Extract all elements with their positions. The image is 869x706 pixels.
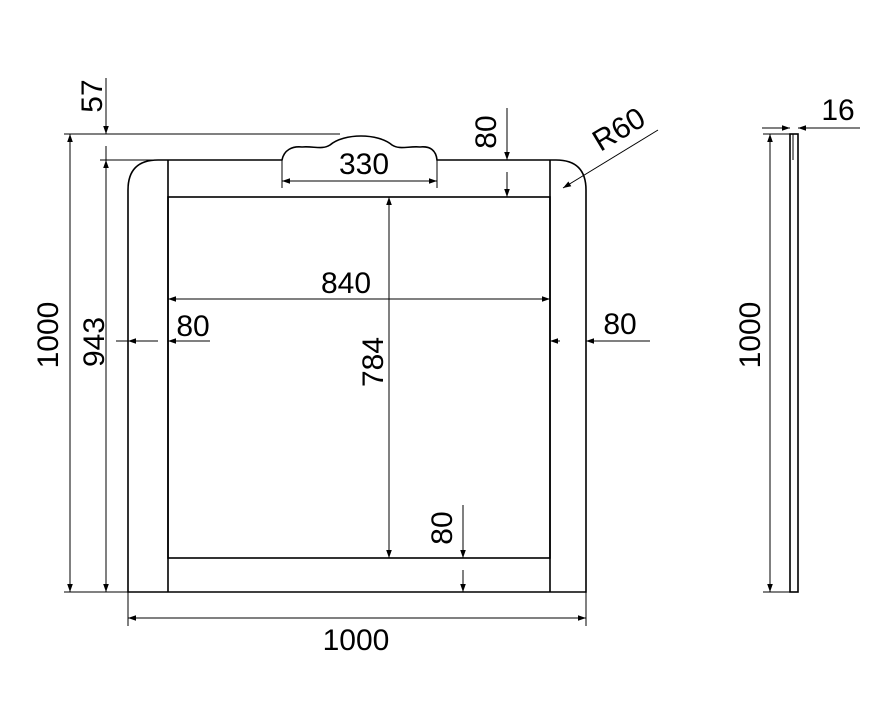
dim-crest-width: 330 xyxy=(281,148,438,188)
dim-crest-height: 57 xyxy=(76,78,109,160)
dim-inner-height: 784 xyxy=(357,197,392,558)
dim-top-rail: 80 xyxy=(470,108,510,197)
right-stile-label: 80 xyxy=(603,308,636,341)
dim-bottom-rail: 80 xyxy=(426,505,466,592)
side-profile xyxy=(789,133,799,593)
dim-side-height: 943 xyxy=(78,159,158,592)
bottom-rail-label: 80 xyxy=(426,511,459,544)
dim-left-stile: 80 xyxy=(116,310,210,344)
inner-height-label: 784 xyxy=(357,337,390,387)
dim-right-stile: 80 xyxy=(550,308,650,344)
overall-width-label: 1000 xyxy=(323,624,390,657)
side-height-label: 943 xyxy=(78,317,111,367)
dim-overall-height: 1000 xyxy=(32,133,340,593)
dim-overall-width: 1000 xyxy=(127,592,587,657)
crest-height-label: 57 xyxy=(76,79,109,112)
dim-corner-radius: R60 xyxy=(562,102,659,189)
inner-width-label: 840 xyxy=(321,267,371,300)
corner-radius-label: R60 xyxy=(587,102,651,159)
overall-height-label: 1000 xyxy=(32,302,65,369)
dim-side-height-right: 1000 xyxy=(734,134,773,592)
dim-side-thickness: 16 xyxy=(762,94,860,131)
side-view xyxy=(763,133,799,593)
front-view xyxy=(127,135,587,593)
crest-width-label: 330 xyxy=(339,148,389,181)
left-stile-label: 80 xyxy=(176,310,209,343)
dim-inner-width: 840 xyxy=(168,267,550,302)
side-thickness-label: 16 xyxy=(821,94,854,127)
frame-outline xyxy=(127,135,587,593)
top-rail-label: 80 xyxy=(470,115,503,148)
side-view-height-label: 1000 xyxy=(734,302,767,369)
